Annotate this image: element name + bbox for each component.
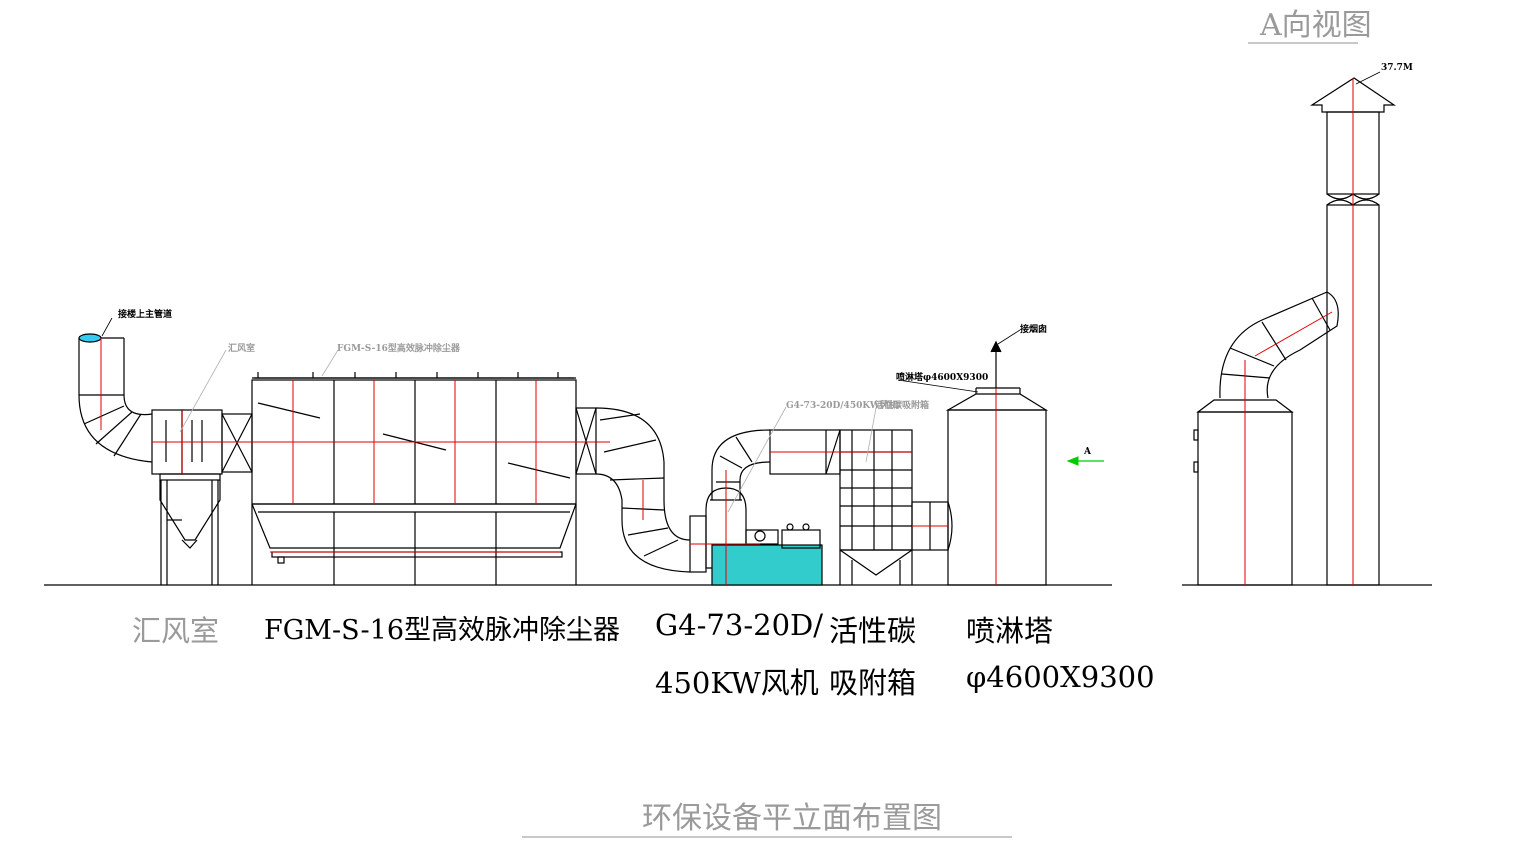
callout-stack-height: 37.7M <box>1381 63 1413 73</box>
inlet-pipe <box>78 333 153 463</box>
callout-carbon-box: 活性碳吸附箱 <box>875 401 930 411</box>
label-collector-room: 汇风室 <box>132 614 220 648</box>
leader-lines <box>101 71 1381 513</box>
label-fan-line2: 450KW风机 <box>655 666 819 700</box>
callout-dust-collector: FGM-S-16型高效脉冲除尘器 <box>337 344 460 354</box>
callout-collector-room: 汇风室 <box>228 344 256 354</box>
callout-view-arrow: A <box>1084 447 1091 457</box>
callout-fan: G4-73-20D/450KW风机 <box>786 401 898 411</box>
view-a-arrow <box>1066 456 1104 466</box>
page-title: 环保设备平立面布置图 <box>642 801 942 836</box>
view-a-title: A向视图 <box>1260 8 1372 43</box>
label-carbon-line1: 活性碳 <box>829 614 917 648</box>
label-dust-collector: FGM-S-16型高效脉冲除尘器 <box>264 615 621 646</box>
duct-to-fan <box>575 407 707 573</box>
spray-tower <box>945 340 1049 586</box>
callout-stack-out: 接烟囱 <box>1020 325 1048 335</box>
fan <box>705 429 823 586</box>
carbon-box <box>839 429 913 585</box>
callout-tower: 喷淋塔φ4600X9300 <box>896 373 989 383</box>
collector-top-bumps <box>254 372 574 379</box>
dust-collector <box>251 372 577 585</box>
view-a-title-underline <box>1248 42 1358 44</box>
label-tower-line2: φ4600X9300 <box>966 660 1155 694</box>
centerlines <box>100 78 1354 585</box>
label-carbon-line2: 吸附箱 <box>829 666 917 700</box>
label-tower-line1: 喷淋塔 <box>966 614 1054 648</box>
view-a-stack <box>1193 77 1396 586</box>
collector-room <box>151 409 253 585</box>
callout-main-pipe: 接楼上主管道 <box>118 310 173 320</box>
label-fan-line1: G4-73-20D/ <box>655 608 824 642</box>
page-title-underline <box>522 836 1012 838</box>
inlet-pipe-cap <box>78 333 102 343</box>
